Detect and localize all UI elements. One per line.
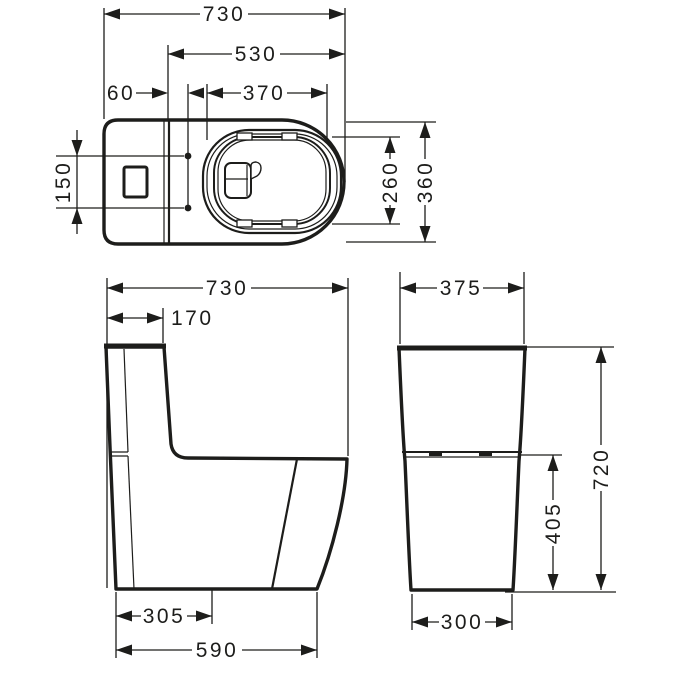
- dim-label-top-overall-length: 730: [203, 3, 246, 26]
- side-view: 730 170 305 590: [104, 277, 349, 662]
- dim-front-base-width: 300: [412, 611, 512, 634]
- dim-label-side-cistern-top-depth: 170: [171, 307, 214, 330]
- seat-outline: [201, 128, 343, 235]
- dim-front-rim-height: 405: [542, 455, 565, 590]
- dim-top-fixing-offset: 60: [107, 82, 204, 105]
- dim-label-top-bowl-width: 360: [414, 161, 437, 204]
- dim-front-overall-width: 375: [400, 277, 524, 300]
- top-view: 730 530 60 370 150: [52, 3, 437, 246]
- dim-label-top-fixing-hole-spacing: 150: [52, 161, 75, 204]
- dim-label-side-overall-depth: 730: [206, 277, 249, 300]
- dim-label-top-seat-length: 530: [235, 43, 278, 66]
- dim-top-bowl-width: 360: [414, 122, 437, 242]
- seat-fixing-hole-top: [184, 152, 192, 160]
- front-view: 375 405 720 300: [397, 272, 616, 634]
- front-view-extension-lines: [399, 272, 616, 630]
- dim-top-bowl-opening-length: 370: [207, 82, 327, 105]
- dim-side-overall-depth: 730: [107, 277, 348, 300]
- dim-label-top-bowl-opening-length: 370: [243, 82, 286, 105]
- dim-side-outlet-offset: 305: [116, 605, 212, 628]
- drain-trap-shape: [224, 161, 262, 199]
- flush-button: [122, 165, 149, 199]
- dim-label-front-overall-height: 720: [590, 448, 613, 491]
- dim-label-side-outlet-offset: 305: [143, 605, 186, 628]
- dim-label-front-base-width: 300: [441, 611, 484, 634]
- dim-top-fixing-hole-spacing: 150: [52, 130, 83, 234]
- seat-fixing-hole-bottom: [184, 204, 192, 212]
- toilet-plan-outline: [102, 118, 346, 246]
- dim-label-top-bowl-opening-width: 260: [379, 161, 402, 204]
- dim-side-cistern-top-depth: 170: [107, 307, 214, 330]
- dim-side-base-depth: 590: [116, 639, 317, 662]
- dim-front-overall-height: 720: [590, 347, 613, 590]
- side-profile: [104, 343, 349, 591]
- dim-label-front-overall-width: 375: [440, 277, 483, 300]
- seat-bumpers: [236, 132, 298, 228]
- dim-top-bowl-opening-width: 260: [379, 137, 402, 224]
- dim-label-front-rim-height: 405: [542, 502, 565, 545]
- side-view-extension-lines: [106, 278, 349, 658]
- dim-label-side-base-depth: 590: [196, 639, 239, 662]
- seat-hinge-left: [429, 452, 442, 456]
- bowl-rim: [213, 136, 331, 225]
- dim-top-overall-length: 730: [104, 3, 345, 26]
- seat-hinge-right: [479, 452, 492, 456]
- dim-top-seat-length: 530: [168, 43, 345, 66]
- dim-label-top-fixing-offset: 60: [107, 82, 135, 105]
- front-profile: [397, 345, 527, 592]
